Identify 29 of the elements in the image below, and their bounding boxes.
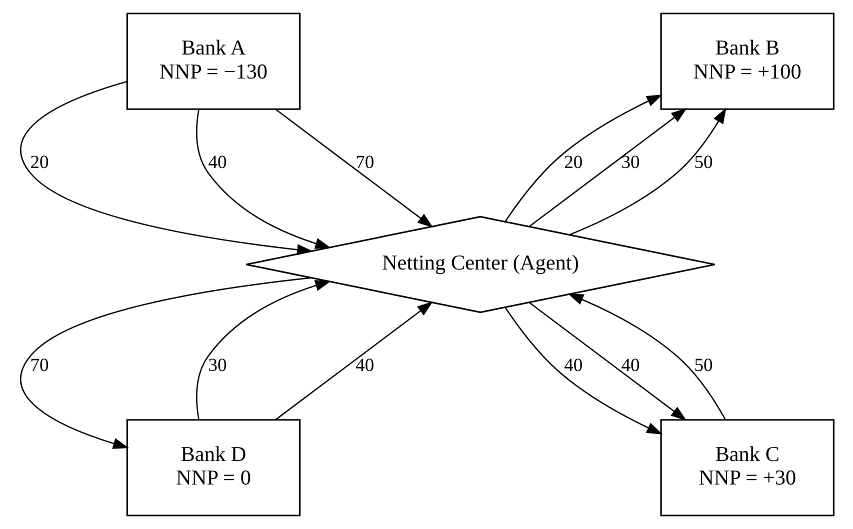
edge-label: 70 bbox=[30, 355, 48, 376]
arrow bbox=[20, 80, 313, 256]
arrow bbox=[196, 109, 331, 249]
arrow bbox=[528, 108, 687, 228]
arrow bbox=[20, 277, 311, 449]
edge-label: 40 bbox=[620, 355, 640, 376]
edge-label: 40 bbox=[564, 355, 582, 376]
arrow bbox=[504, 306, 662, 435]
arrow bbox=[567, 293, 726, 420]
edge-label: 40 bbox=[208, 152, 226, 173]
edge-label: 30 bbox=[208, 355, 226, 376]
edge-label: 20 bbox=[30, 152, 48, 173]
arrow bbox=[274, 301, 433, 420]
arrow bbox=[274, 108, 433, 228]
node-diamond: Netting Center (Agent) bbox=[244, 216, 716, 314]
node-box: Bank D NNP = 0 bbox=[126, 419, 300, 516]
arrow bbox=[196, 280, 331, 420]
node-box: Bank C NNP = +30 bbox=[660, 419, 834, 516]
arrow bbox=[504, 94, 662, 222]
edge-label: 40 bbox=[355, 355, 374, 376]
node-box: Bank B NNP = +100 bbox=[660, 12, 834, 110]
node-box: Bank A NNP = −130 bbox=[126, 12, 300, 110]
edge-label: 30 bbox=[620, 152, 640, 173]
edge-label: 20 bbox=[564, 152, 582, 173]
edge-label: 50 bbox=[694, 355, 712, 376]
arrow bbox=[528, 302, 686, 421]
edge-label: 50 bbox=[694, 152, 712, 173]
arrow bbox=[568, 108, 726, 236]
edge-label: 70 bbox=[355, 152, 374, 173]
